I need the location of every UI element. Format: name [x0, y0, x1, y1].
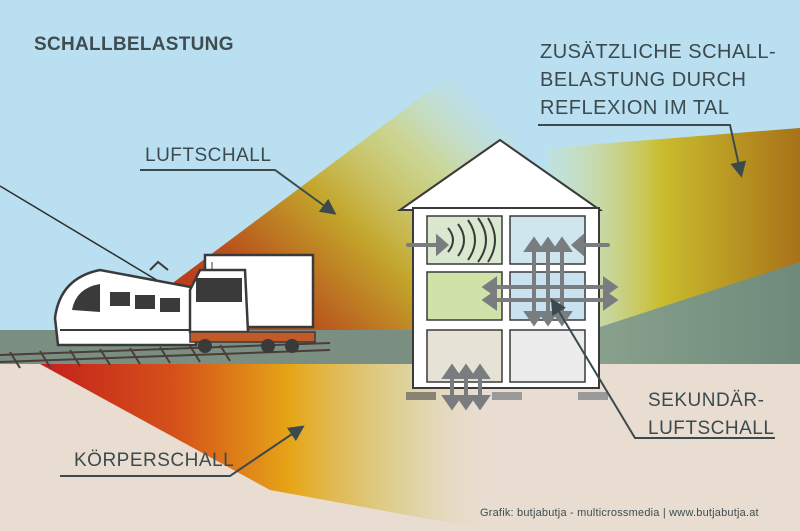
- leader-lines: [60, 124, 775, 477]
- valley-hill: [560, 262, 800, 368]
- truck-icon: [188, 253, 316, 353]
- rail-tracks: [0, 342, 331, 369]
- label-reflection-line: REFLEXION IM TAL: [540, 97, 730, 119]
- label-sekundaer-line: SEKUNDÄR-: [648, 390, 765, 411]
- label-sekundaer-line: LUFTSCHALL: [648, 418, 775, 439]
- label-koerperschall: KÖRPERSCHALL: [74, 450, 235, 471]
- label-reflection-line: ZUSÄTZLICHE SCHALL-: [540, 41, 777, 63]
- image-credit: Grafik: butjabutja - multicrossmedia | w…: [480, 507, 759, 519]
- vibration-arrows-icon: [406, 233, 619, 411]
- label-sekundaer-luftschall: SEKUNDÄR- LUFTSCHALL: [648, 387, 774, 443]
- diagram-title: SCHALLBELASTUNG: [34, 34, 234, 55]
- sound-wave-icon: [447, 217, 496, 263]
- label-reflection-line: BELASTUNG DURCH: [540, 69, 747, 91]
- structure-borne-sound-wedge: [40, 364, 495, 531]
- label-reflection: ZUSÄTZLICHE SCHALL- BELASTUNG DURCH REFL…: [540, 38, 790, 122]
- label-luftschall: LUFTSCHALL: [145, 145, 272, 166]
- train-icon: [53, 260, 198, 347]
